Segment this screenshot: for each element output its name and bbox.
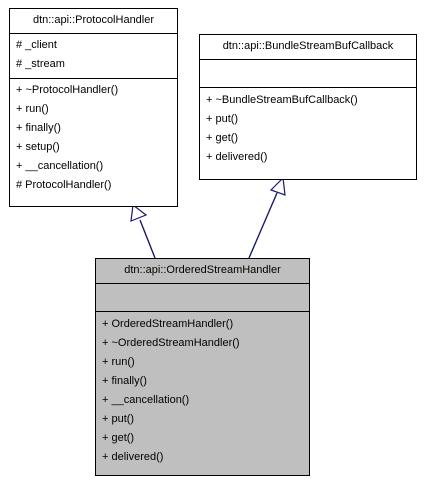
operation: + put() [102, 413, 135, 425]
operation: + run() [102, 356, 135, 368]
edge-ordered-to-protocol [130, 203, 156, 259]
operation: + finally() [102, 375, 147, 387]
attribute: # _stream [16, 58, 65, 70]
class-name: dtn::api::OrderedStreamHandler [124, 264, 281, 276]
class-protocol-handler[interactable]: dtn::api::ProtocolHandler # _client # _s… [9, 8, 178, 207]
inheritance-arrowhead [130, 203, 148, 222]
operation: + __cancellation() [16, 160, 104, 172]
operation: + run() [16, 103, 49, 115]
operation: + ~BundleStreamBufCallback() [206, 94, 358, 106]
operation: + __cancellation() [102, 394, 190, 406]
class-ordered-stream-handler[interactable]: dtn::api::OrderedStreamHandler + Ordered… [95, 258, 310, 476]
operation: # ProtocolHandler() [16, 179, 112, 191]
operation: + put() [206, 113, 239, 125]
operation: + ~OrderedStreamHandler() [102, 337, 240, 349]
class-name: dtn::api::ProtocolHandler [32, 14, 155, 26]
edge-ordered-to-callback [248, 176, 286, 259]
attribute: # _client [16, 39, 57, 51]
class-bundle-stream-buf-callback[interactable]: dtn::api::BundleStreamBufCallback + ~Bun… [199, 34, 417, 180]
operation: + get() [102, 432, 135, 444]
operations-compartment: + ~ProtocolHandler() + run() + finally()… [10, 78, 177, 195]
operations-compartment: + OrderedStreamHandler() + ~OrderedStrea… [96, 311, 309, 467]
class-name: dtn::api::BundleStreamBufCallback [222, 40, 394, 52]
operation: + ~ProtocolHandler() [16, 84, 119, 96]
operation: + get() [206, 132, 239, 144]
operation: + OrderedStreamHandler() [102, 318, 234, 330]
operation: + finally() [16, 122, 61, 134]
inheritance-arrowhead [269, 176, 286, 196]
operation: + setup() [16, 141, 60, 153]
operations-compartment: + ~BundleStreamBufCallback() + put() + g… [200, 87, 416, 167]
operation: + delivered() [102, 451, 164, 463]
attributes-compartment: # _client # _stream [10, 33, 177, 78]
operation: + delivered() [206, 151, 268, 163]
attributes-compartment [96, 283, 309, 311]
attributes-compartment [200, 59, 416, 87]
